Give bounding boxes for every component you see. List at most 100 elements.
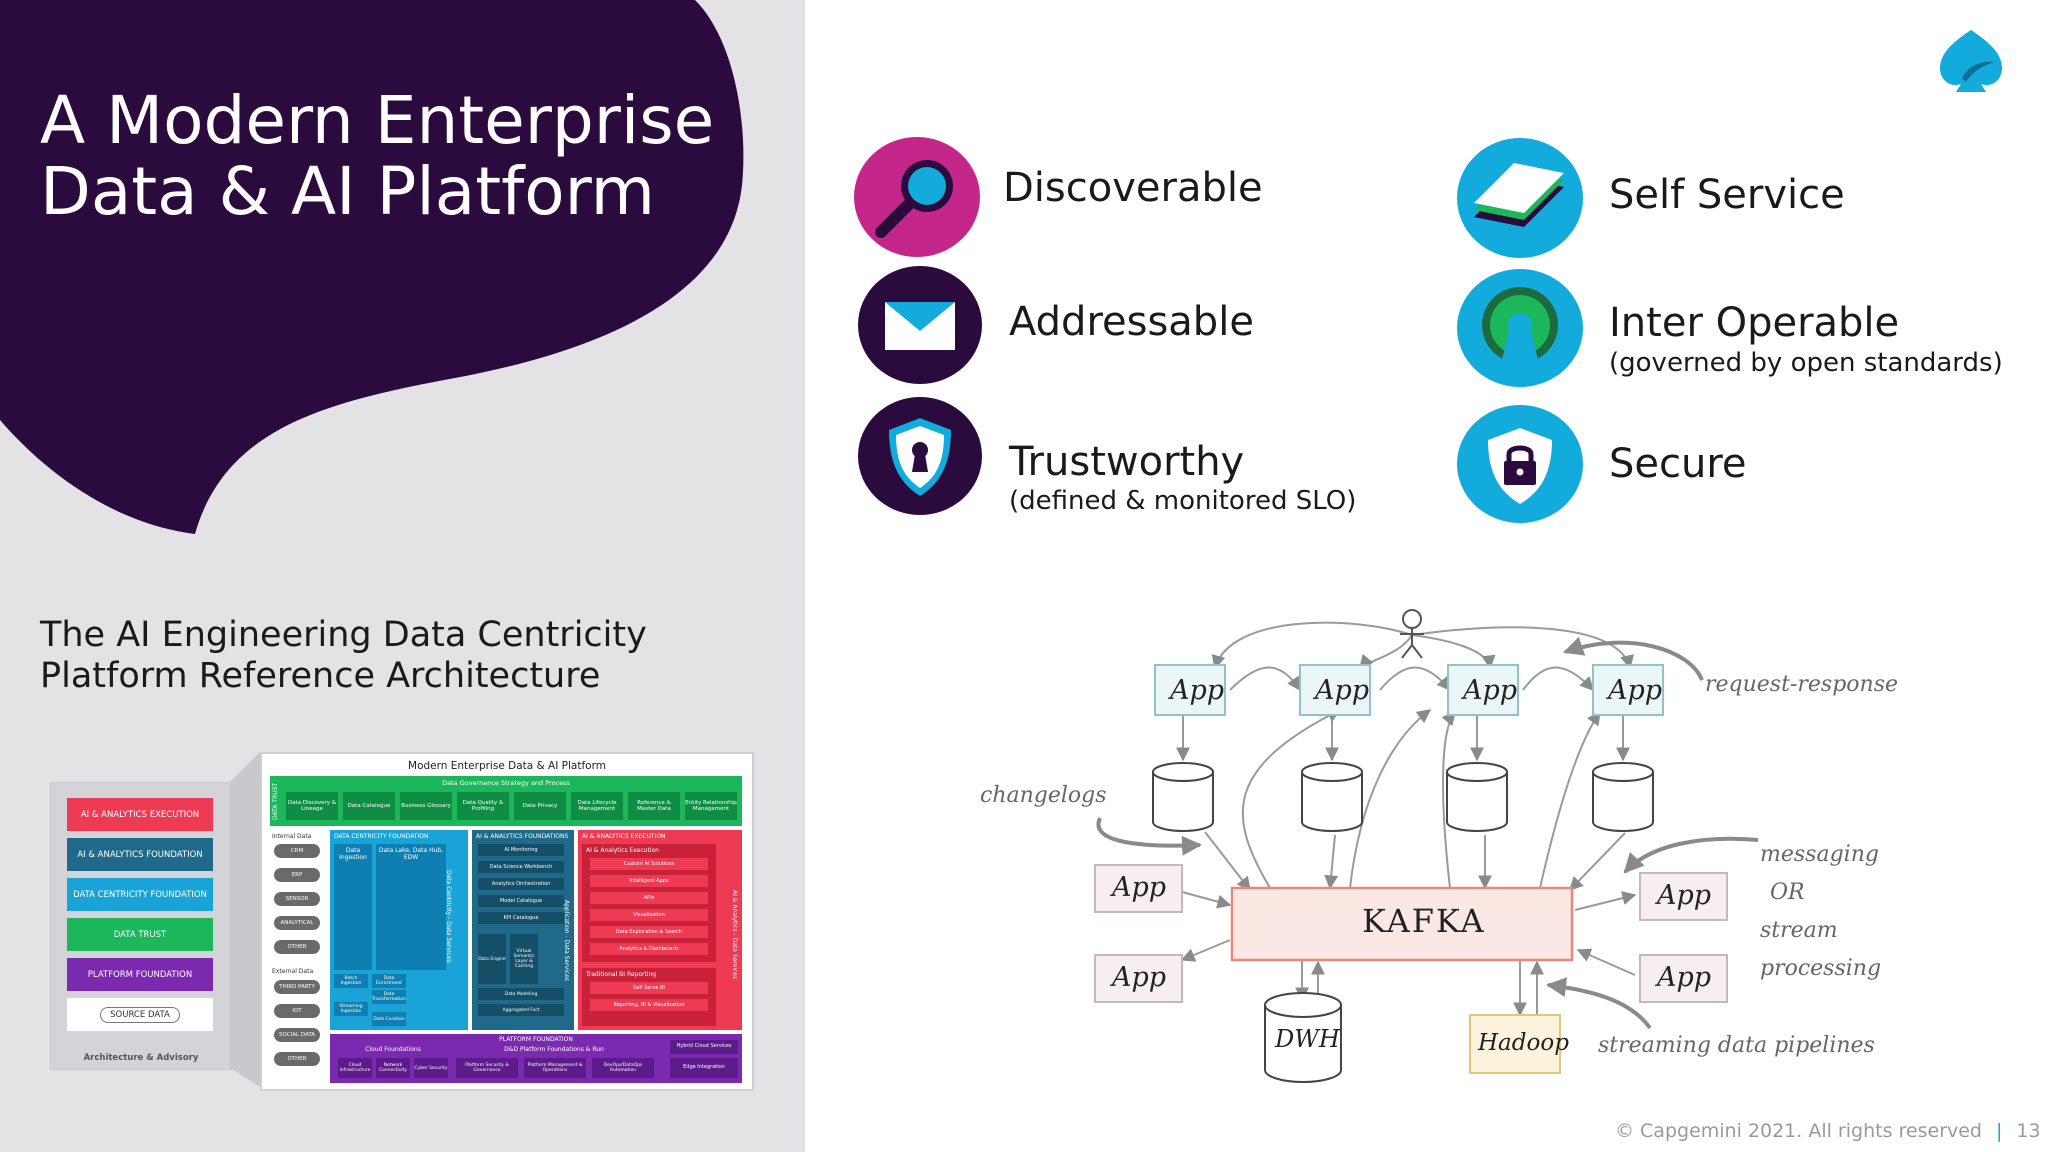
- legend-data-centricity-foundation: DATA CENTRICITY FOUNDATION: [67, 878, 213, 911]
- app-box-label: App: [1657, 962, 1712, 993]
- dcf-bottom-item: Data Curation: [372, 1012, 406, 1026]
- platform-cloud: Cloud Foundations: [365, 1046, 421, 1053]
- title-blob: [0, 0, 744, 534]
- aae-item: Visualization: [590, 909, 708, 921]
- aae-bi: Traditional BI Reporting Self Serve BI Re…: [582, 968, 716, 1026]
- internal-data-item: ANALYTICAL: [274, 916, 320, 930]
- dcf-bottom-item: Data Transformation: [372, 990, 406, 1004]
- dcf-ingestion-label: Data Ingestion: [339, 847, 367, 861]
- changelogs-label: changelogs: [980, 783, 1107, 808]
- aaf-item: KPI Catalogue: [478, 912, 564, 924]
- platform-block: PLATFORM FOUNDATION Cloud Foundations D&…: [330, 1034, 742, 1083]
- request-response-label: request-response: [1705, 672, 1899, 697]
- data-trust-item: Data Lifecycle Management: [571, 792, 623, 820]
- aae-bi-label: Traditional BI Reporting: [586, 971, 657, 978]
- dcf-bottom-item: Data Enrichment: [372, 974, 406, 988]
- aaf-lower-item: Data Engine: [478, 934, 506, 984]
- padlock-shield-icon: [1457, 405, 1583, 523]
- external-data-item: SOCIAL DATA: [274, 1028, 320, 1042]
- capgemini-spade-icon: [1940, 30, 2002, 92]
- dcf-bottom-item: Streaming Ingestion: [334, 1002, 368, 1016]
- open-source-icon: [1457, 269, 1583, 387]
- external-data-item: IOT: [274, 1004, 320, 1018]
- aae-sub: AI & Analytics Execution: [586, 847, 659, 854]
- aae-bi-item: Self Serve BI: [590, 982, 708, 994]
- platform-dp-item: DevOps/DataOps Automation: [592, 1058, 654, 1078]
- internal-data-item: CRM: [274, 844, 320, 858]
- external-data-title: External Data: [272, 968, 314, 975]
- legend-source-data: SOURCE DATA: [67, 998, 213, 1031]
- messaging-label: messaging: [1760, 842, 1879, 867]
- app-box-label: App: [1112, 962, 1167, 993]
- data-trust-item: Data Catalogue: [343, 792, 395, 820]
- messaging-label: stream: [1760, 918, 1838, 943]
- platform-dp-item: Platform Security & Governance: [456, 1058, 518, 1078]
- internal-data-item: SENSOR: [274, 892, 320, 906]
- data-trust-item: Entity Relationship Management: [685, 792, 737, 820]
- feature-secure-label: Secure: [1609, 441, 1747, 487]
- data-trust-band: Data Governance Strategy and Process DAT…: [270, 776, 742, 826]
- dcf-side: Data Centricity - Data Services: [445, 870, 452, 963]
- data-trust-item: Data Discovery & Lineage: [286, 792, 338, 820]
- dcf-bottom-item: Batch Ingestion: [334, 974, 368, 988]
- aaf-item: Model Catalogue: [478, 895, 564, 907]
- aae-side: AI & Analytics - Data Services: [731, 890, 738, 980]
- slide-footer: © Capgemini 2021. All rights reserved | 13: [1615, 1120, 2041, 1142]
- aae-item: Analytics & Dashboards: [590, 943, 708, 955]
- legend-ai-analytics-foundation: AI & ANALYTICS FOUNDATION: [67, 838, 213, 871]
- architecture-diagram: Modern Enterprise Data & AI Platform Dat…: [260, 752, 754, 1091]
- platform-edge: Edge Integration: [670, 1058, 738, 1078]
- data-trust-item: Data Quality & Profiling: [457, 792, 509, 820]
- app-box-label: App: [1170, 675, 1225, 706]
- platform-cloud-item: Network Connectivity: [376, 1058, 410, 1078]
- app-box-label: App: [1112, 872, 1167, 903]
- internal-data-title: Internal Data: [272, 833, 312, 840]
- left-panel: A Modern Enterprise Data & AI Platform T…: [0, 0, 805, 1152]
- page-title: A Modern Enterprise Data & AI Platform: [40, 82, 715, 230]
- aaf-item: AI Monitoring: [478, 844, 564, 856]
- data-trust-side: DATA TRUST: [272, 782, 279, 820]
- data-trust-item: Business Glossary: [400, 792, 452, 820]
- envelope-icon: [858, 266, 982, 384]
- aaf-lower-item: Virtual Semantic Layer & Caching: [510, 934, 538, 984]
- messaging-label: OR: [1770, 880, 1805, 905]
- internal-data-item: OTHER: [274, 940, 320, 954]
- shield-keyhole-icon: [858, 397, 982, 515]
- page-subtitle: The AI Engineering Data Centricity Platf…: [40, 615, 647, 696]
- app-box-label: App: [1315, 675, 1370, 706]
- feature-discoverable-label: Discoverable: [1003, 165, 1263, 211]
- app-box-label: App: [1463, 675, 1518, 706]
- aaf-lower-item: Data Modeling: [478, 988, 564, 1000]
- external-data-item: THIRD PARTY: [274, 980, 320, 994]
- feature-inter-operable-label: Inter Operable: [1609, 300, 1900, 346]
- architecture-title: Modern Enterprise Data & AI Platform: [408, 760, 606, 772]
- external-data-item: OTHER: [274, 1052, 320, 1066]
- page-number: 13: [2016, 1120, 2041, 1142]
- feature-addressable-label: Addressable: [1009, 299, 1254, 345]
- aae-title: AI & ANALYTICS EXECUTION: [582, 833, 666, 840]
- legend-data-trust: DATA TRUST: [67, 918, 213, 951]
- data-trust-header: Data Governance Strategy and Process: [442, 779, 570, 787]
- layers-icon: [1457, 138, 1583, 258]
- aae-item: APIs: [590, 892, 708, 904]
- kafka-label: KAFKA: [1362, 902, 1486, 940]
- dcf-lake: Data Lake, Data Hub, EDW: [376, 844, 446, 970]
- hadoop-label: Hadoop: [1478, 1030, 1569, 1056]
- architecture-connector: [230, 752, 260, 1087]
- aae-bi-item: Reporting, BI & Visualization: [590, 999, 708, 1011]
- data-trust-item: Reference & Master Data: [628, 792, 680, 820]
- aaf-item: Data Science Workbench: [478, 861, 564, 873]
- dwh-label: DWH: [1275, 1025, 1340, 1053]
- feature-trustworthy-sub: (defined & monitored SLO): [1009, 486, 1357, 516]
- messaging-label: processing: [1760, 956, 1882, 981]
- dcf-title: DATA CENTRICITY FOUNDATION: [334, 833, 429, 840]
- aaf-block: AI & ANALYTICS FOUNDATIONS AI Monitoring…: [472, 830, 574, 1030]
- footer-separator: |: [1996, 1120, 2003, 1142]
- platform-cloud-item: Cloud Infrastructure: [338, 1058, 372, 1078]
- legend-ai-analytics-execution: AI & ANALYTICS EXECUTION: [67, 798, 213, 831]
- platform-hybrid: Hybrid Cloud Services: [670, 1040, 738, 1054]
- magnifier-icon: [854, 137, 980, 257]
- aae-item: Intelligent Apps: [590, 875, 708, 887]
- aaf-title: AI & ANALYTICS FOUNDATIONS: [476, 833, 569, 840]
- copyright-text: © Capgemini 2021. All rights reserved: [1615, 1120, 1982, 1142]
